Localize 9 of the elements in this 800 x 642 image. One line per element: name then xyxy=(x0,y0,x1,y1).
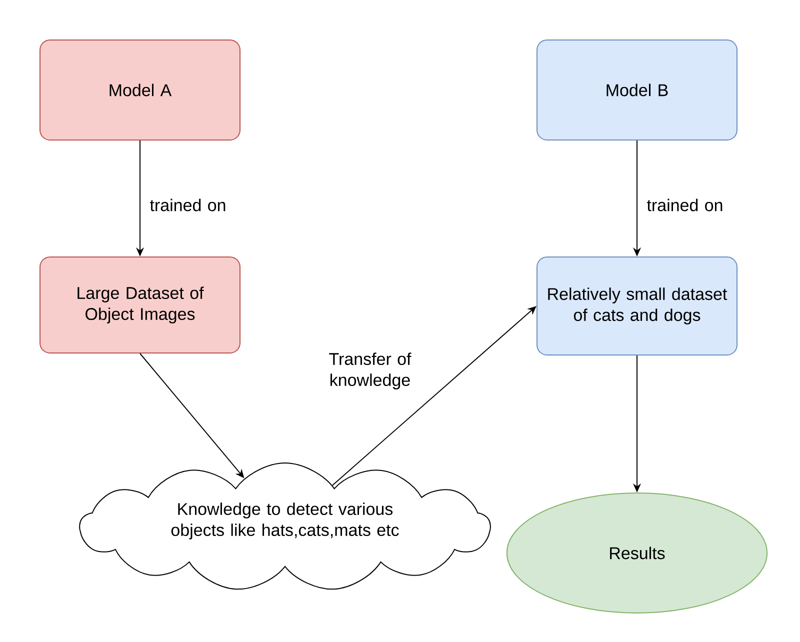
edge-label: Transfer of knowledge xyxy=(329,352,412,390)
process-box: Relatively small dataset of cats and dogs xyxy=(536,256,738,356)
arrow xyxy=(332,306,536,486)
process-box: Large Dataset of Object Images xyxy=(40,256,240,354)
edge-label: trained on xyxy=(646,198,722,212)
process-box: Model A xyxy=(40,40,240,140)
edge-label: trained on xyxy=(150,198,226,212)
process-box: Model B xyxy=(536,40,738,140)
knowledge-cloud: Knowledge to detect various objects like hats,cats,mats etc xyxy=(79,462,491,590)
